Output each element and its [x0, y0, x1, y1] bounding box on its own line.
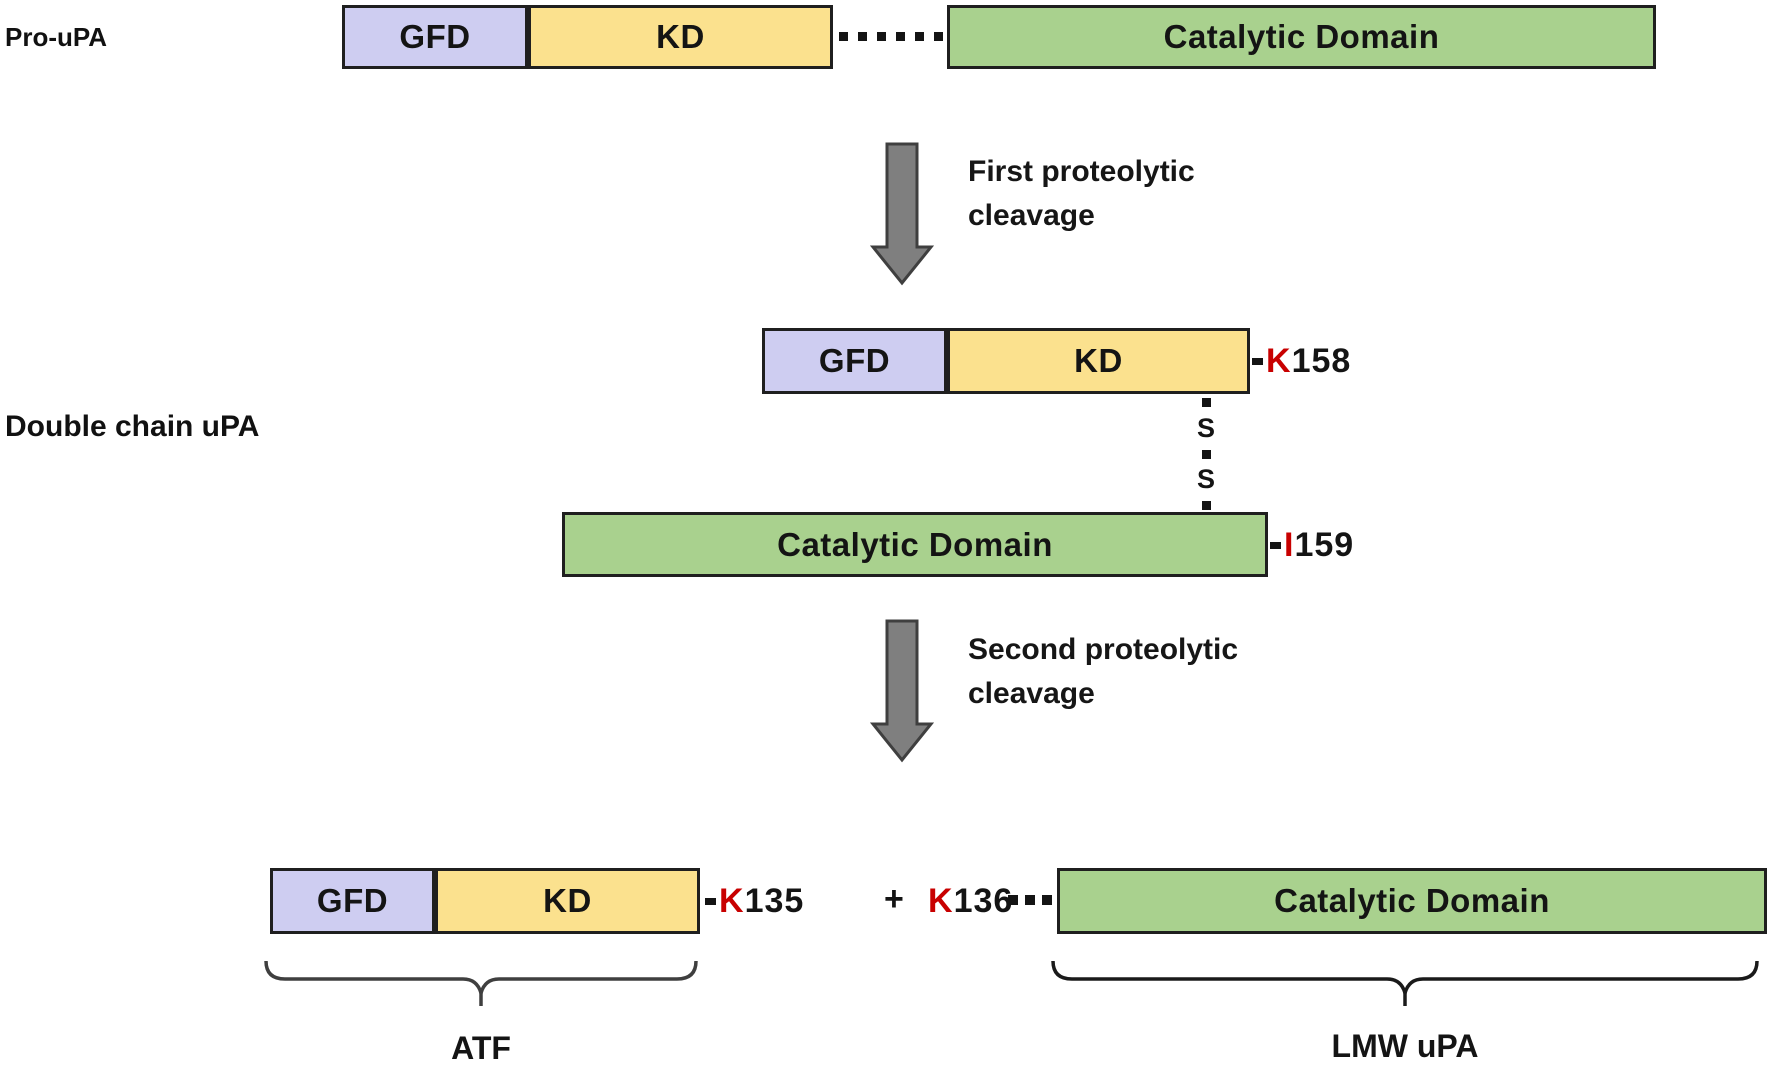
dot-icon — [1201, 398, 1211, 407]
down-arrow-icon — [870, 142, 934, 286]
stage2-catalytic-box: Catalytic Domain — [562, 512, 1268, 577]
first-cleavage-label: First proteolytic cleavage — [968, 155, 1195, 232]
lmw-upa-label: LMW uPA — [1331, 1028, 1479, 1064]
gfd-box-label: GFD — [399, 18, 471, 55]
dot-icon — [1042, 895, 1052, 905]
kd-box-label: KD — [543, 882, 592, 919]
stage3-catalytic-box: Catalytic Domain — [1057, 868, 1767, 934]
kd-box-label: KD — [656, 18, 705, 55]
stage1-catalytic-box: Catalytic Domain — [947, 5, 1656, 69]
atf-brace — [264, 960, 698, 1006]
sulfur-label: S — [1197, 412, 1216, 443]
dot-icon — [1201, 501, 1211, 510]
stage3-linker-dotted-line — [1008, 895, 1052, 905]
dot-icon — [1025, 895, 1035, 905]
stage3-kd-box: KD — [435, 868, 700, 934]
kd-box-label: KD — [1074, 342, 1123, 379]
pro-upa-label: Pro-uPA — [5, 22, 108, 52]
dash-icon — [1270, 542, 1281, 549]
down-arrow-icon — [870, 619, 934, 763]
second-cleavage-label: Second proteolytic cleavage — [968, 633, 1239, 710]
dash-icon — [705, 898, 716, 905]
plus-sign: + — [884, 880, 904, 918]
catalytic-box-label: Catalytic Domain — [777, 525, 1053, 563]
gfd-box-label: GFD — [316, 882, 389, 919]
catalytic-box-label: Catalytic Domain — [1274, 882, 1550, 919]
gfd-box-label: GFD — [818, 342, 891, 379]
sulfur-label: S — [1197, 464, 1216, 495]
stage1-linker-dotted-line — [839, 32, 946, 41]
double-chain-upa-label: Double chain uPA — [5, 410, 260, 443]
stage3-gfd-box: GFD — [270, 868, 435, 934]
dot-icon — [1201, 449, 1211, 459]
atf-label: ATF — [451, 1030, 511, 1066]
dash-icon — [1252, 358, 1263, 365]
stage2-gfd-box: GFD — [762, 328, 947, 394]
lmw-upa-brace — [1051, 960, 1759, 1006]
catalytic-box-label: Catalytic Domain — [1163, 18, 1440, 55]
stage2-kd-box: KD — [947, 328, 1250, 394]
disulfide-bond: S S — [1197, 398, 1215, 510]
dot-icon — [1008, 895, 1018, 905]
stage1-kd-box: KD — [528, 5, 833, 69]
stage1-gfd-box: GFD — [342, 5, 528, 69]
